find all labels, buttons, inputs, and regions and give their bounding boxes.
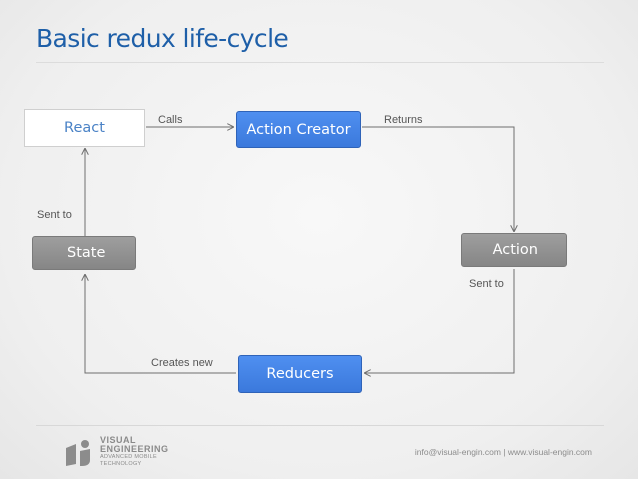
node-reducers: Reducers [238,355,362,393]
arrow-sent-to-reducers [365,269,515,373]
node-action: Action [461,233,567,267]
arrow-creates-new [85,275,236,374]
logo-line-3: ADVANCED MOBILE [100,454,157,460]
node-react: React [24,109,145,147]
node-action-creator: Action Creator [236,111,361,148]
edge-label-calls: Calls [158,114,183,126]
logo-line-2: ENGINEERING [100,444,169,454]
title-divider [36,62,604,63]
edge-label-returns: Returns [384,114,423,126]
edge-label-creates-new: Creates new [151,357,213,369]
edge-label-sent-to-react: Sent to [37,209,72,221]
footer-contact: info@visual-engin.com | www.visual-engin… [414,447,592,457]
logo-line-1: VISUAL [100,435,137,445]
footer-divider [36,425,604,426]
node-state: State [32,236,136,270]
company-logo-text: VISUAL ENGINEERING ADVANCED MOBILE TECHN… [100,436,169,468]
slide-title: Basic redux life-cycle [36,24,289,53]
edge-label-sent-to-action: Sent to [469,278,504,290]
visual-engineering-logo-icon [66,440,90,466]
arrow-returns [362,126,514,231]
logo-line-4: TECHNOLOGY [100,461,142,467]
